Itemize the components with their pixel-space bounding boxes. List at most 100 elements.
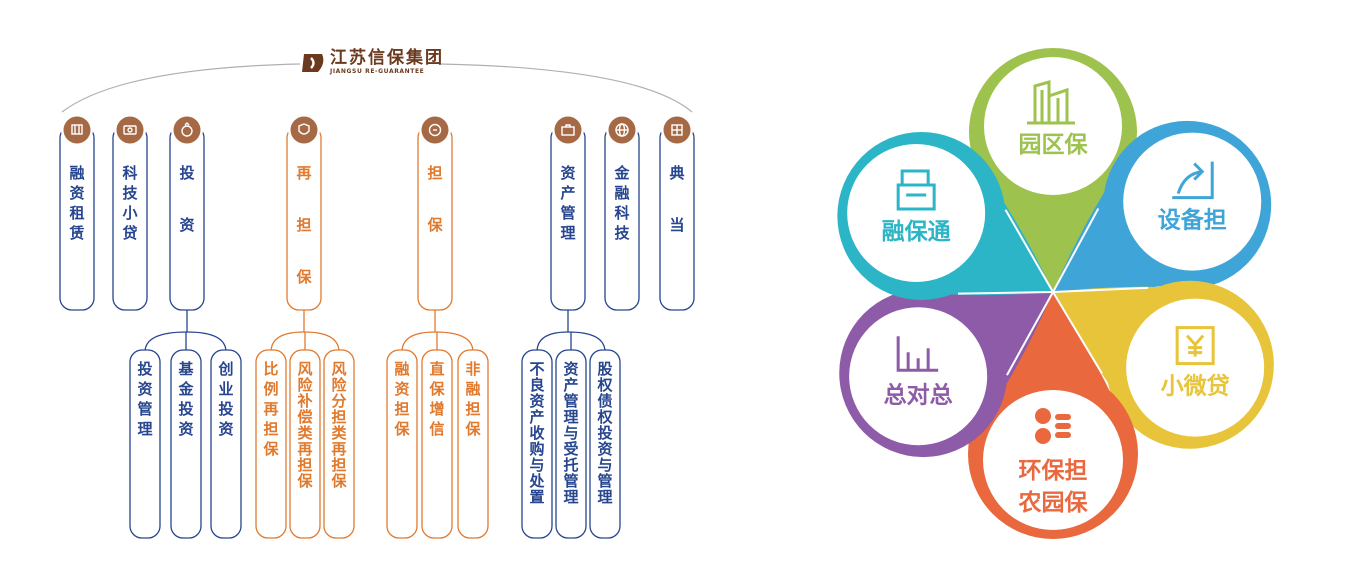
top-unit-label-char: 资 [69, 184, 84, 202]
petal-label: 总对总 [884, 381, 953, 408]
sub-unit-label-char: 不 [529, 360, 544, 378]
petal-label: 环保担 [1019, 457, 1088, 484]
company-name-en: JIANGSU RE-GUARANTEE [329, 68, 424, 75]
petal-divider [1052, 291, 1103, 374]
petal-stem [1053, 286, 1229, 438]
top-unit-label-char: 典 [669, 164, 684, 182]
sub-unit-label-char: 理 [563, 488, 578, 506]
top-unit-label-char: 赁 [68, 224, 84, 242]
petal-6[interactable]: 融保通 [837, 132, 1053, 300]
petal-ring [1103, 120, 1272, 289]
top-unit-circle [63, 116, 91, 144]
petal-center [983, 390, 1123, 530]
pawn-icon [671, 124, 683, 136]
sub-unit-label-char: 权 [596, 376, 613, 394]
top-unit-5[interactable]: 担保 [417, 114, 453, 311]
sub-unit-label-char: 产 [529, 408, 544, 426]
top-unit-label-char: 融 [69, 164, 84, 182]
top-unit-label-char: 科 [122, 164, 137, 182]
petal-ring [1105, 280, 1274, 449]
petal-3[interactable]: 小微贷 [1053, 280, 1274, 449]
sub-unit-label-char: 再 [297, 440, 312, 458]
sub-unit-label-char: 投 [137, 360, 152, 378]
petal-stem [880, 144, 1053, 296]
top-unit-4[interactable]: 再担保 [286, 114, 322, 311]
top-unit-label-char: 保 [295, 268, 312, 286]
sub-unit-label-char: 分 [331, 392, 346, 410]
sub-unit-label-char: 托 [563, 456, 578, 474]
top-unit-label-char: 租 [69, 204, 84, 222]
top-unit-label-char: 担 [427, 164, 442, 182]
top-unit-label: 担保 [426, 164, 443, 234]
money-bag-icon [181, 122, 193, 137]
top-unit-label: 典当 [669, 164, 684, 234]
top-unit-label-char: 担 [296, 216, 311, 234]
top-unit-label-char: 投 [179, 164, 194, 182]
yen-icon [1175, 326, 1215, 366]
top-unit-3[interactable]: 投资 [169, 114, 205, 311]
sub-unit-label-char: 担 [331, 408, 346, 426]
sub-unit-label-char: 保 [428, 380, 445, 398]
sub-unit-label-char: 风 [331, 360, 346, 378]
petal-1[interactable]: 园区保 [969, 48, 1137, 292]
petal-center [1126, 298, 1265, 437]
petal-center [984, 57, 1122, 195]
petal-divider [1052, 208, 1100, 293]
sub-unit-label-char: 险 [297, 376, 313, 394]
connector-group-4 [536, 310, 606, 353]
globe-icon [615, 123, 629, 137]
sub-unit-label-char: 类 [297, 424, 313, 442]
petal-stem [970, 132, 1136, 292]
sub-unit-label-char: 股 [597, 360, 613, 378]
guarantee-icon [428, 123, 442, 137]
sub-unit-label-char: 直 [429, 360, 444, 378]
sub-unit-label-char: 资 [218, 420, 233, 438]
sub-unit-label-char: 融 [465, 380, 480, 398]
bar-chart-icon [896, 336, 939, 372]
sub-unit-label-char: 担 [465, 400, 480, 418]
sub-unit-label-char: 担 [297, 456, 312, 474]
sub-unit-label-char: 保 [262, 440, 279, 458]
header-arc-right [439, 63, 693, 113]
connector-group-1 [144, 310, 227, 353]
sub-unit-label-char: 资 [529, 392, 544, 410]
petal-2[interactable]: 设备担 [1053, 120, 1272, 293]
top-unit-circle [554, 116, 582, 144]
sub-unit-label-char: 与 [597, 456, 612, 474]
briefcase-icon [561, 124, 575, 136]
sub-unit-label-char: 增 [429, 400, 444, 418]
top-unit-label: 再担保 [295, 164, 312, 286]
sub-unit-label-char: 理 [137, 420, 152, 438]
top-unit-8[interactable]: 典当 [659, 114, 695, 311]
sub-unit-box [457, 349, 489, 539]
petal-5[interactable]: 总对总 [839, 289, 1053, 458]
sub-unit-label-char: 担 [263, 420, 278, 438]
company-name: 江苏信保集团 [330, 47, 444, 68]
petal-stem [1053, 135, 1233, 293]
sub-unit-label-char: 收 [529, 424, 544, 442]
petal-stem [879, 290, 1053, 443]
